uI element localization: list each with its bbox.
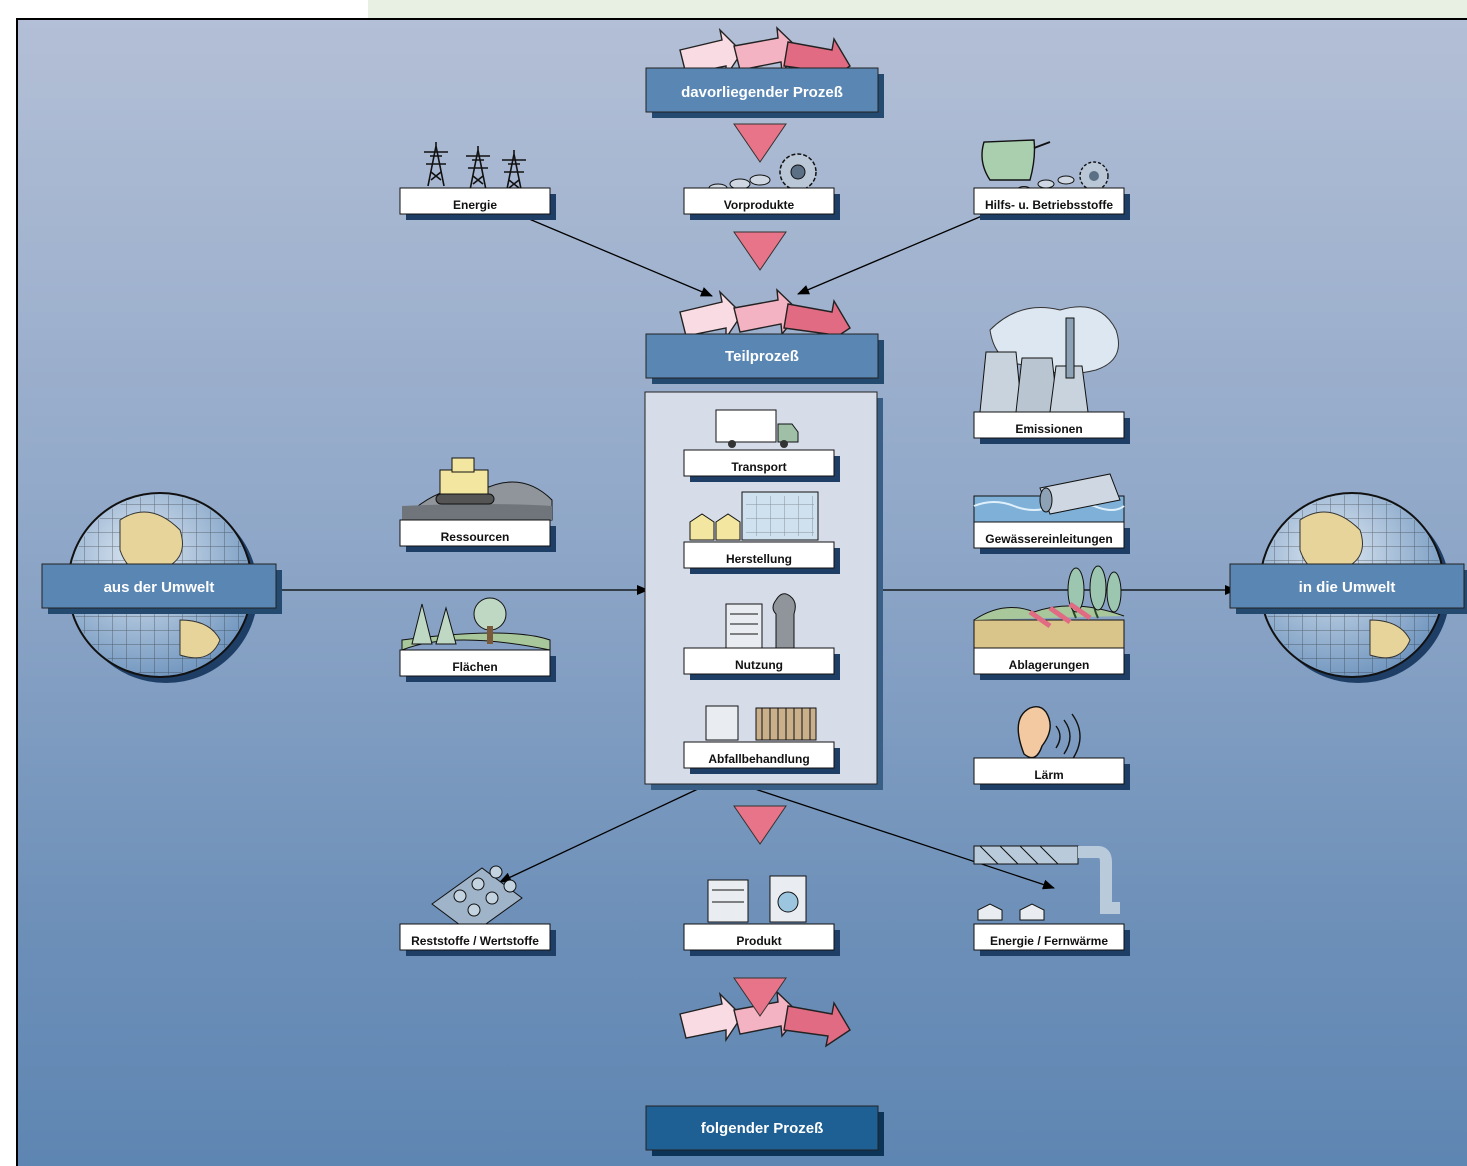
top-frame-tint: [368, 0, 1467, 18]
process-box-davorliegend: davorliegender Prozeß: [645, 67, 884, 118]
label-reststoffe: Reststoffe / Wertstoffe: [399, 923, 556, 956]
phase-abfall-text: Abfallbehandlung: [708, 752, 809, 766]
label-hilfsstoffe-text: Hilfs- u. Betriebsstoffe: [985, 198, 1113, 212]
line-hilfsstoffe: [797, 215, 983, 295]
waste-treatment-icon: [705, 705, 817, 741]
trees-icon: [401, 597, 551, 651]
phase-nutzung-text: Nutzung: [735, 658, 783, 672]
gear-icon: [708, 153, 817, 193]
output-gewaesser-text: Gewässereinleitungen: [985, 532, 1112, 546]
label-produkt: Produkt: [683, 923, 840, 956]
process-label-top: davorliegender Prozeß: [681, 84, 843, 101]
appliances-icon: [707, 875, 807, 923]
phase-herstellung-text: Herstellung: [726, 552, 792, 566]
label-ablagerungen: Ablagerungen: [973, 647, 1130, 680]
label-nutzung: Nutzung: [683, 647, 840, 680]
output-laerm-text: Lärm: [1034, 768, 1063, 782]
output-fernwaerme-text: Energie / Fernwärme: [990, 934, 1108, 948]
cooling-towers-icon: [979, 306, 1119, 413]
label-gewaesser: Gewässereinleitungen: [973, 521, 1130, 554]
truck-icon: [715, 409, 799, 448]
line-reststoffe: [499, 787, 701, 883]
output-ablagerungen-text: Ablagerungen: [1009, 658, 1090, 672]
env-box-to: in die Umwelt: [1229, 563, 1467, 614]
landfill-icon: [973, 565, 1125, 651]
process-label-middle: Teilprozeß: [725, 348, 799, 365]
phase-transport-text: Transport: [731, 460, 786, 474]
down-triangle-4: [733, 977, 787, 1017]
label-emissionen: Emissionen: [973, 411, 1130, 444]
label-flaechen-text: Flächen: [452, 660, 497, 674]
bulldozer-icon: [400, 457, 553, 521]
down-triangle-2: [733, 231, 787, 271]
pylon-icon: [423, 141, 527, 195]
factory-icon: [689, 491, 819, 541]
label-fernwaerme: Energie / Fernwärme: [973, 923, 1130, 956]
output-emissionen-text: Emissionen: [1015, 422, 1082, 436]
label-ressourcen: Ressourcen: [399, 519, 556, 552]
appliance-person-icon: [725, 593, 796, 649]
label-herstellung: Herstellung: [683, 541, 840, 574]
env-label-to: in die Umwelt: [1299, 579, 1396, 596]
label-flaechen: Flächen: [399, 649, 556, 682]
ear-icon: [1017, 705, 1081, 761]
water-pipe-icon: [973, 473, 1125, 523]
label-vorprodukte: Vorprodukte: [683, 187, 840, 220]
label-energie-text: Energie: [453, 198, 497, 212]
process-box-teilprozess: Teilprozeß: [645, 333, 884, 384]
env-label-from: aus der Umwelt: [104, 579, 215, 596]
output-reststoffe-text: Reststoffe / Wertstoffe: [411, 934, 539, 948]
label-vorprodukte-text: Vorprodukte: [724, 198, 795, 212]
top-frame: [0, 0, 1467, 22]
label-energie: Energie: [399, 187, 556, 220]
down-triangle-3: [733, 805, 787, 845]
label-abfallbehandlung: Abfallbehandlung: [683, 741, 840, 774]
process-label-bottom: folgender Prozeß: [701, 1120, 824, 1137]
label-hilfsstoffe: Hilfs- u. Betriebsstoffe: [973, 187, 1130, 220]
label-laerm: Lärm: [973, 757, 1130, 790]
output-produkt-text: Produkt: [736, 934, 781, 948]
label-ressourcen-text: Ressourcen: [441, 530, 510, 544]
process-box-folgend: folgender Prozeß: [645, 1105, 884, 1156]
line-fernwaerme: [751, 787, 1055, 890]
down-triangle-1: [733, 123, 787, 163]
label-transport: Transport: [683, 449, 840, 482]
oil-can-icon: [981, 139, 1109, 194]
env-box-from: aus der Umwelt: [41, 563, 282, 614]
district-heating-icon: [973, 845, 1120, 921]
line-energie: [521, 215, 713, 297]
